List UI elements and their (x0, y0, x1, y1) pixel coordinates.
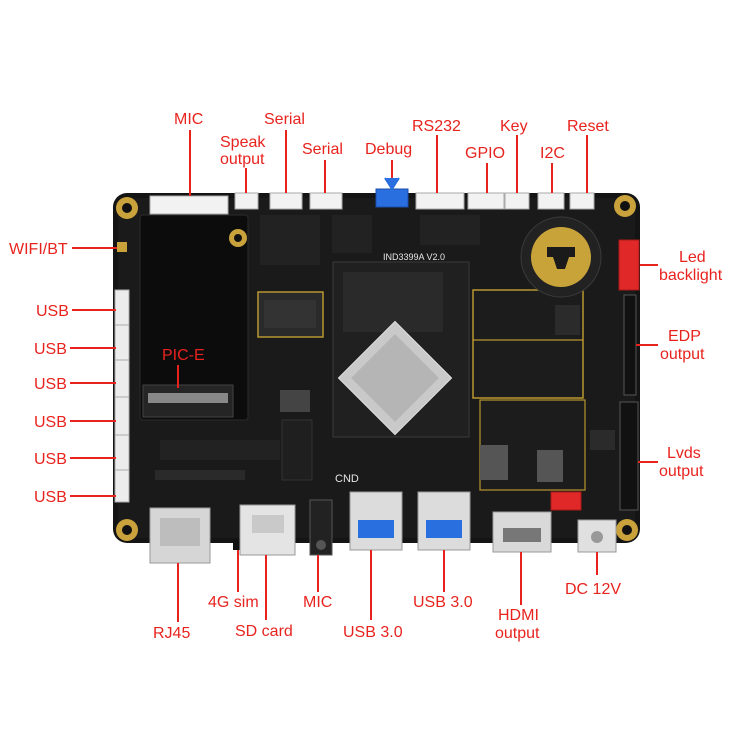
pcb-board: PIC-E IND3399A V2.0 CND (113, 188, 640, 564)
label-key: Key (500, 118, 528, 135)
label-4g-sim: 4G sim (208, 594, 259, 611)
mic-connector (149, 195, 229, 215)
pcie-module (139, 214, 249, 421)
i2c-connector (537, 192, 565, 210)
board-model: IND3399A V2.0 (383, 252, 445, 262)
label-mic-top: MIC (174, 111, 203, 128)
label-serial-2: Serial (302, 141, 343, 158)
rs232-connector (415, 192, 465, 210)
usb3-port-a (349, 491, 403, 551)
label-rj45: RJ45 (153, 625, 190, 642)
coin-battery (520, 216, 602, 298)
board-mark: CND (335, 473, 359, 485)
label-hdmi-line2: output (495, 625, 540, 642)
label-debug: Debug (365, 141, 412, 158)
edp-connector (623, 294, 637, 396)
cpu-heatspreader (337, 320, 453, 436)
label-led-line1: Led (679, 249, 706, 266)
label-i2c: I2C (540, 145, 565, 162)
gpio-connector (467, 192, 505, 210)
label-speak-line1: Speak (220, 134, 266, 151)
mount-hole (614, 195, 636, 217)
serial-connector (269, 192, 303, 210)
label-edp-line2: output (660, 346, 705, 363)
label-usb3-a: USB 3.0 (343, 624, 403, 641)
serial-connector (309, 192, 343, 210)
callout-labels: MIC Speak output Serial Serial Debug RS2… (9, 111, 723, 642)
reset-connector (569, 192, 595, 210)
label-wifi-bt: WIFI/BT (9, 241, 68, 258)
label-rs232: RS232 (412, 118, 461, 135)
callout-lines (70, 130, 658, 622)
label-hdmi-line1: HDMI (498, 607, 539, 624)
mount-hole (616, 519, 638, 541)
debug-connector (375, 188, 409, 208)
hdmi-port (492, 511, 552, 553)
pcie-label: PIC-E (162, 347, 205, 364)
label-usb-5: USB (34, 451, 67, 468)
dc-jack (577, 519, 617, 553)
label-edp-line1: EDP (668, 328, 701, 345)
lvds-connector (619, 401, 639, 511)
label-sd-card: SD card (235, 623, 293, 640)
label-usb3-b: USB 3.0 (413, 594, 473, 611)
speak-connector (234, 192, 259, 210)
label-speak-line2: output (220, 151, 265, 168)
label-mic-bottom: MIC (303, 594, 332, 611)
label-usb-4: USB (34, 414, 67, 431)
sim-slot (233, 540, 245, 550)
label-reset: Reset (567, 118, 609, 135)
label-lvds-line2: output (659, 463, 704, 480)
label-usb-2: USB (34, 341, 67, 358)
label-led-line2: backlight (659, 267, 723, 284)
label-usb-6: USB (34, 489, 67, 506)
label-serial-1: Serial (264, 111, 305, 128)
label-lvds-line1: Lvds (667, 445, 701, 462)
label-dc: DC 12V (565, 581, 621, 598)
label-gpio: GPIO (465, 145, 505, 162)
label-usb-3: USB (34, 376, 67, 393)
red-connector (550, 491, 582, 511)
mount-hole (116, 197, 138, 219)
mic-jack (309, 499, 333, 556)
mount-hole (116, 519, 138, 541)
key-connector (504, 192, 530, 210)
led-backlight-connector (618, 239, 640, 291)
label-usb-1: USB (36, 303, 69, 320)
usb-connector-column (114, 289, 130, 503)
usb3-port-b (417, 491, 471, 551)
wifi-antenna-pad (117, 242, 127, 252)
